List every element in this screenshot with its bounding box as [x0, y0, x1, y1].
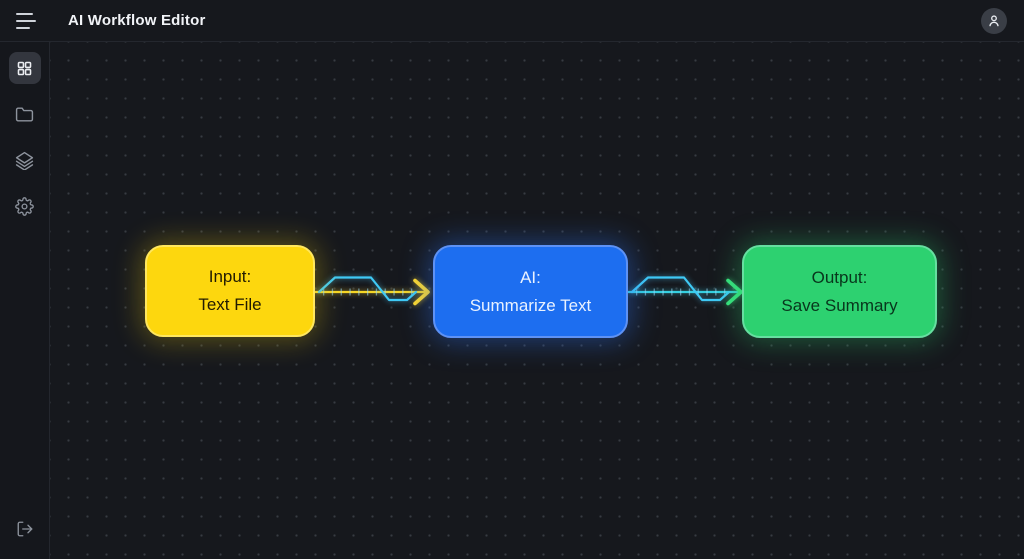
connection-ai-to-output[interactable] — [628, 264, 748, 320]
layers-icon — [15, 151, 34, 170]
node-ai-summarize-text[interactable]: AI: Summarize Text — [433, 245, 628, 338]
node-label-line2: Save Summary — [781, 295, 898, 315]
sidebar-item-projects[interactable] — [9, 98, 41, 130]
user-icon — [989, 15, 999, 27]
node-label-line2: Text File — [198, 295, 262, 314]
node-label-line1: Output: — [811, 267, 868, 287]
node-label-line1: AI: — [520, 267, 541, 287]
connection-input-to-ai[interactable] — [315, 264, 435, 320]
hamburger-icon[interactable] — [16, 12, 38, 29]
sidebar-item-settings[interactable] — [9, 190, 41, 222]
sidebar-item-logout[interactable] — [9, 513, 41, 545]
arrowhead-icon — [726, 278, 743, 306]
folder-icon — [15, 106, 34, 122]
logout-icon — [17, 521, 32, 537]
arrowhead-icon — [413, 278, 430, 306]
top-bar: AI Workflow Editor — [0, 0, 1024, 42]
gear-icon — [15, 196, 34, 216]
node-output-save-summary[interactable]: Output: Save Summary — [742, 245, 937, 338]
user-avatar[interactable] — [981, 8, 1007, 34]
workflow-canvas[interactable]: Input: Text File AI: Summarize Text Outp… — [50, 42, 1024, 559]
sidebar-item-layers[interactable] — [9, 144, 41, 176]
sidebar — [0, 42, 50, 559]
grid-icon — [17, 61, 32, 75]
node-label-line1: Input: — [208, 267, 252, 286]
page-title: AI Workflow Editor — [68, 12, 206, 29]
sidebar-item-dashboard[interactable] — [8, 52, 41, 84]
node-input-text-file[interactable]: Input: Text File — [145, 245, 315, 337]
node-label-line2: Summarize Text — [469, 295, 592, 315]
